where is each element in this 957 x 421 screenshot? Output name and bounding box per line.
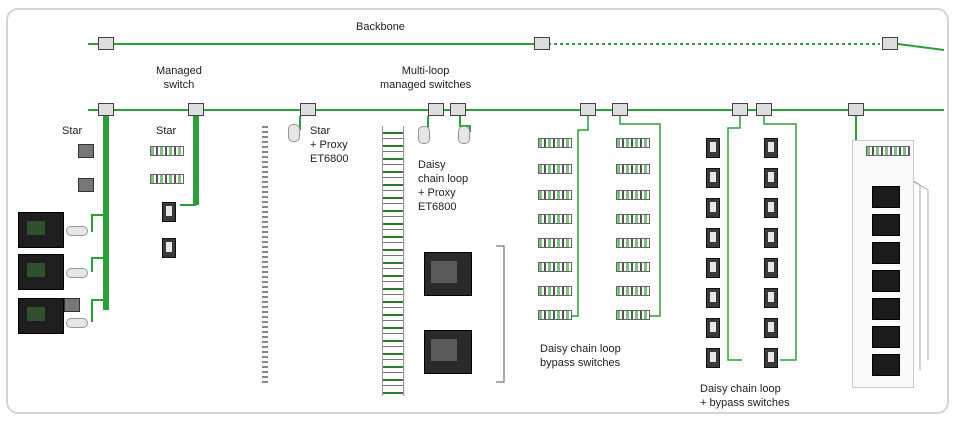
relay-device [764,198,778,218]
relay-device [706,288,720,308]
relay-device [764,138,778,158]
backbone-switch-mid [534,37,550,50]
connector-icon [66,226,88,236]
io-module [616,286,650,296]
daisy-chain-label: Daisy chain loop + Proxy ET6800 [418,158,468,214]
ring-switch-3 [300,103,316,116]
io-module [538,310,572,320]
relay-device [162,202,176,222]
connector-icon [66,318,88,328]
relay-device [706,168,720,188]
ring-switch-1 [98,103,114,116]
connector-icon [66,268,88,278]
ring-switch-2 [188,103,204,116]
io-module [616,164,650,174]
breaker-device [872,354,900,376]
breaker-device [18,212,64,248]
io-module [538,238,572,248]
relay-device [764,318,778,338]
star-mid-label: Star [156,124,176,138]
io-module [616,310,650,320]
io-module [538,190,572,200]
multi-loop-label: Multi-loop managed switches [380,64,471,92]
io-module [538,214,572,224]
ring-switch-4 [428,103,444,116]
io-module [150,146,184,156]
ring-switch-10 [848,103,864,116]
breaker-device [872,186,900,208]
modbus-chain [262,126,268,386]
io-module [538,138,572,148]
ring-switch-5 [450,103,466,116]
io-module [538,164,572,174]
star-proxy-label: Star + Proxy ET6800 [310,124,349,166]
ring-switch-9 [756,103,772,116]
meter-device [78,144,94,158]
proxy-device [288,124,300,142]
breaker-device [18,298,64,334]
ring-switch-8 [732,103,748,116]
meter-device [64,298,80,312]
relay-device [706,318,720,338]
proxy-device-3 [458,126,470,144]
relay-device [764,228,778,248]
daisy-bypass-label: Daisy chain loop bypass switches [540,342,621,370]
io-module [538,262,572,272]
daisy-rack [382,126,404,396]
backbone-end-line [898,44,944,50]
bracket-mid [496,246,504,382]
ring-switch-7 [612,103,628,116]
io-module [616,190,650,200]
relay-device [706,228,720,248]
managed-switch-label: Managed switch [156,64,202,92]
acb-breaker [424,252,472,296]
relay-device [706,138,720,158]
breaker-device [872,242,900,264]
star-left-label: Star [62,124,82,138]
relay-device [764,348,778,368]
relay-device [706,348,720,368]
proxy-device-2 [418,126,430,144]
io-module [616,138,650,148]
backbone-switch-right [882,37,898,50]
relay-device [706,258,720,278]
io-module [616,238,650,248]
relay-device [162,238,176,258]
io-module [616,262,650,272]
breaker-device [872,214,900,236]
io-module [538,286,572,296]
ring-switch-6 [580,103,596,116]
right-loop-left [728,116,742,360]
backbone-label: Backbone [356,20,405,34]
relay-device [764,288,778,308]
io-module [616,214,650,224]
relay-device [706,198,720,218]
breaker-device [872,270,900,292]
backbone-switch-left [98,37,114,50]
gateway-module [866,146,910,156]
daisy-chain-bypass-label: Daisy chain loop + bypass switches [700,382,790,410]
relay-device [764,168,778,188]
io-module [150,174,184,184]
acb-breaker [424,330,472,374]
breaker-device [18,254,64,290]
breaker-device [872,298,900,320]
meter-device [78,178,94,192]
relay-device [764,258,778,278]
switchgear-panel [852,140,914,388]
breaker-device [872,326,900,348]
